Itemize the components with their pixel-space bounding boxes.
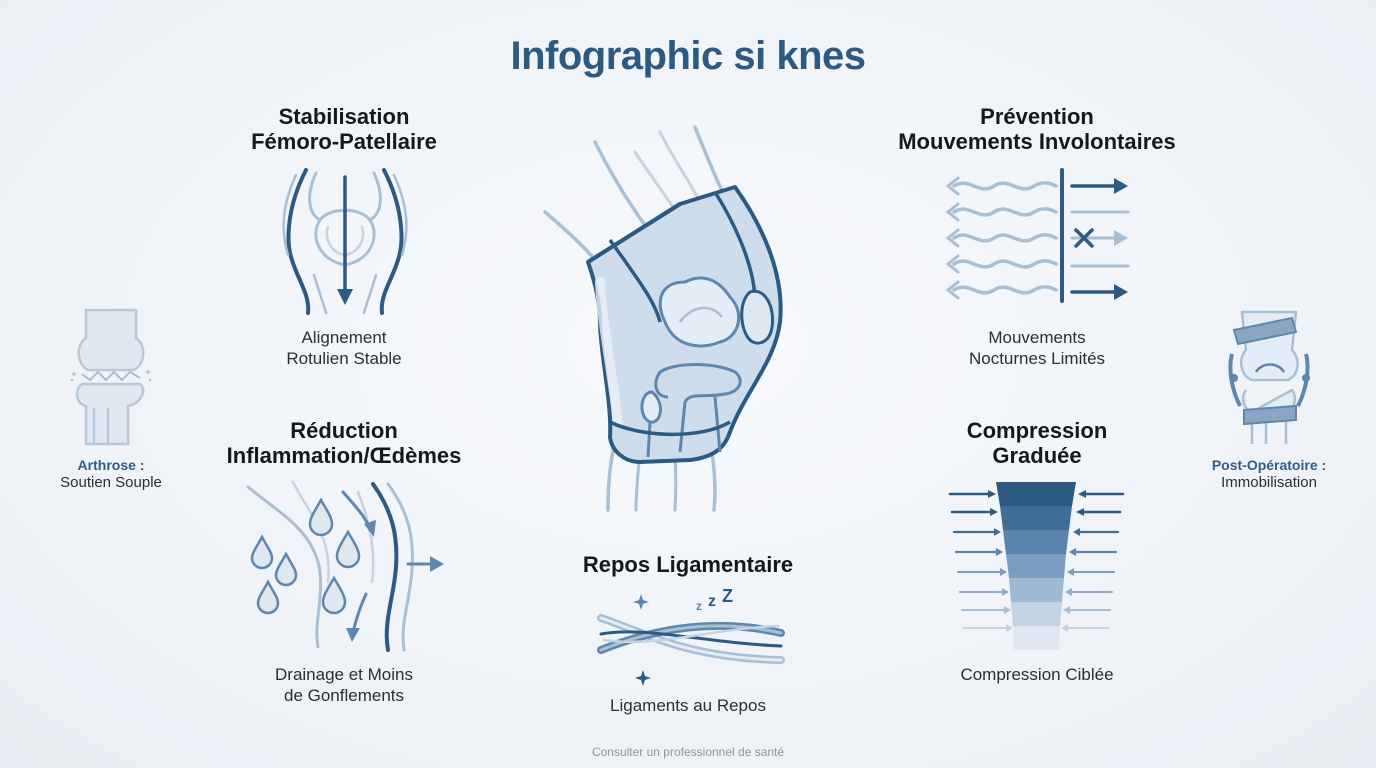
reduction-caption: Drainage et Moins de Gonflements	[275, 665, 413, 705]
post-operatoire-text: Immobilisation	[1221, 474, 1317, 491]
compression-heading: Compression Graduée	[966, 418, 1108, 468]
blocked-movement-icon	[945, 168, 1130, 303]
arthrose-text: Soutien Souple	[60, 474, 162, 491]
knee-brace-icon	[543, 125, 783, 512]
fluid-drainage-icon	[246, 480, 444, 652]
patella-alignment-icon	[282, 168, 408, 315]
stabilisation-caption: Alignement Rotulien Stable	[286, 328, 402, 368]
prevention-caption: Mouvements Nocturnes Limités	[968, 328, 1106, 368]
compression-caption: Compression Ciblée	[960, 665, 1114, 684]
repos-heading: Repos Ligamentaire	[582, 552, 794, 577]
stabilisation-heading: Stabilisation Fémoro-Patellaire	[251, 104, 437, 154]
repos-caption: Ligaments au Repos	[610, 696, 766, 715]
reduction-heading: Réduction Inflammation/Œdèmes	[226, 418, 462, 468]
svg-text:z: z	[708, 593, 716, 610]
braced-knee-icon	[1228, 310, 1310, 444]
footer-disclaimer: Consulter un professionnel de santé	[591, 745, 785, 759]
arthrose-label: Arthrose :	[77, 457, 145, 473]
resting-ligament-icon: z z Z	[597, 586, 785, 686]
page-title: Infographic si knes	[510, 34, 866, 78]
arthritic-knee-icon	[70, 308, 152, 446]
post-operatoire-label: Post-Opératoire :	[1211, 457, 1327, 473]
svg-text:z: z	[696, 599, 702, 613]
svg-text:Z: Z	[722, 586, 733, 606]
graduated-compression-icon	[948, 482, 1125, 650]
prevention-heading: Prévention Mouvements Involontaires	[898, 104, 1176, 154]
